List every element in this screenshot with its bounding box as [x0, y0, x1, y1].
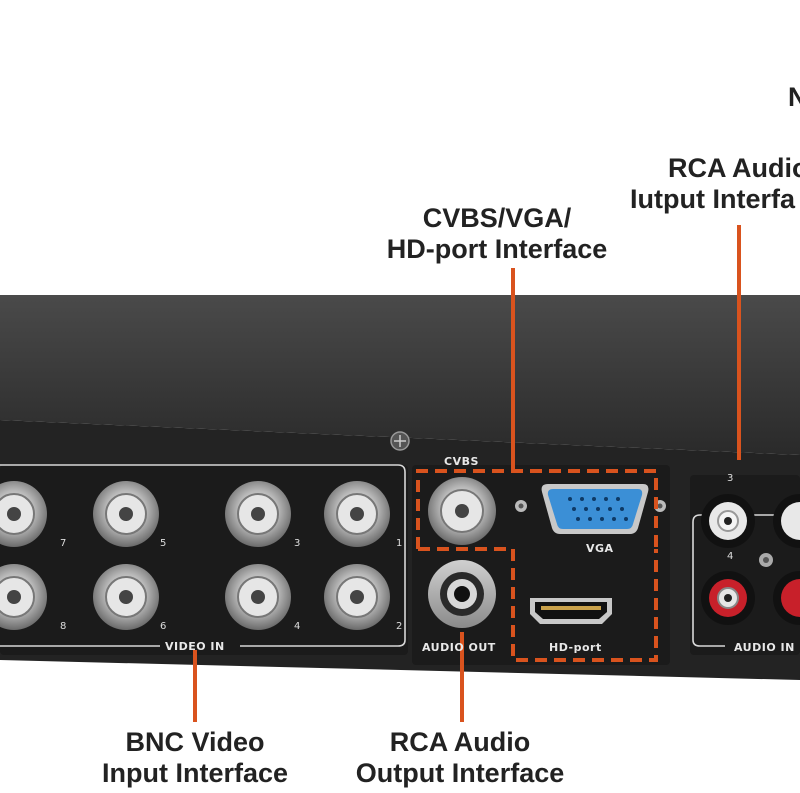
callout-lines: [193, 225, 741, 722]
hd-port: [530, 598, 612, 624]
bnc-number-8: 8: [60, 621, 67, 632]
callout-bnc-video-line1: BNC Video: [125, 727, 265, 757]
bnc-number-5: 5: [160, 538, 167, 549]
bnc-connector-8: [0, 564, 47, 630]
callout-rca-audio-output: RCA Audio Output Interface: [340, 727, 580, 789]
bnc-connector-2: [324, 564, 390, 630]
callout-top-right-fragment: N: [788, 82, 800, 112]
cvbs-label: CVBS: [444, 455, 479, 468]
bnc-connector-3: [225, 481, 291, 547]
bnc-number-4: 4: [294, 621, 301, 632]
callout-rca-audio-output-line1: RCA Audio: [389, 727, 531, 757]
bnc-number-7: 7: [60, 538, 67, 549]
callout-cvbs-vga-hd-line2: HD-port Interface: [386, 234, 608, 264]
bnc-connectors: [0, 481, 390, 630]
bnc-connector-4: [225, 564, 291, 630]
audio-in-rca-jack-3b: [773, 494, 800, 548]
callout-bnc-video-line2: Input Interface: [101, 758, 289, 788]
bnc-connector-1: [324, 481, 390, 547]
callout-rca-audio-input-line1: RCA Audio: [668, 153, 800, 183]
audio-out-label: AUDIO OUT: [422, 641, 496, 654]
callout-rca-audio-input-line2: Iutput Interfa: [630, 184, 795, 214]
bnc-number-6: 6: [160, 621, 167, 632]
audio-in-rca-jack-4b: [773, 571, 800, 625]
audio-in-number-4: 4: [727, 551, 734, 562]
bnc-connector-5: [93, 481, 159, 547]
callout-bnc-video-input: BNC Video Input Interface: [80, 727, 310, 789]
bnc-number-1: 1: [396, 538, 403, 549]
callout-cvbs-vga-hd: CVBS/VGA/ HD-port Interface: [372, 203, 622, 265]
audio-in-label: AUDIO IN: [734, 641, 795, 654]
bnc-number-2: 2: [396, 621, 403, 632]
bnc-connector-7: [0, 481, 47, 547]
video-in-label: VIDEO IN: [165, 640, 225, 653]
device-top-surface: [0, 295, 800, 455]
callout-cvbs-vga-hd-line1: CVBS/VGA/: [422, 203, 572, 233]
audio-in-rca-jack-4: [701, 571, 755, 625]
hdport-dashed-box: [418, 547, 658, 662]
cvbs-vga-dashed-box: [416, 469, 658, 549]
callout-rca-audio-output-line2: Output Interface: [355, 758, 565, 788]
cvbs-bnc-connector: [428, 477, 496, 545]
hdport-label: HD-port: [549, 641, 602, 654]
vga-label: VGA: [586, 542, 614, 555]
audio-in-number-3: 3: [727, 473, 734, 484]
bnc-number-3: 3: [294, 538, 301, 549]
audio-in-rca-jack-3: [701, 494, 755, 548]
audio-out-rca-jack: [428, 560, 496, 628]
callout-rca-audio-input: RCA Audio Iutput Interfa: [630, 153, 800, 215]
bnc-connector-6: [93, 564, 159, 630]
vga-port: [515, 484, 666, 534]
